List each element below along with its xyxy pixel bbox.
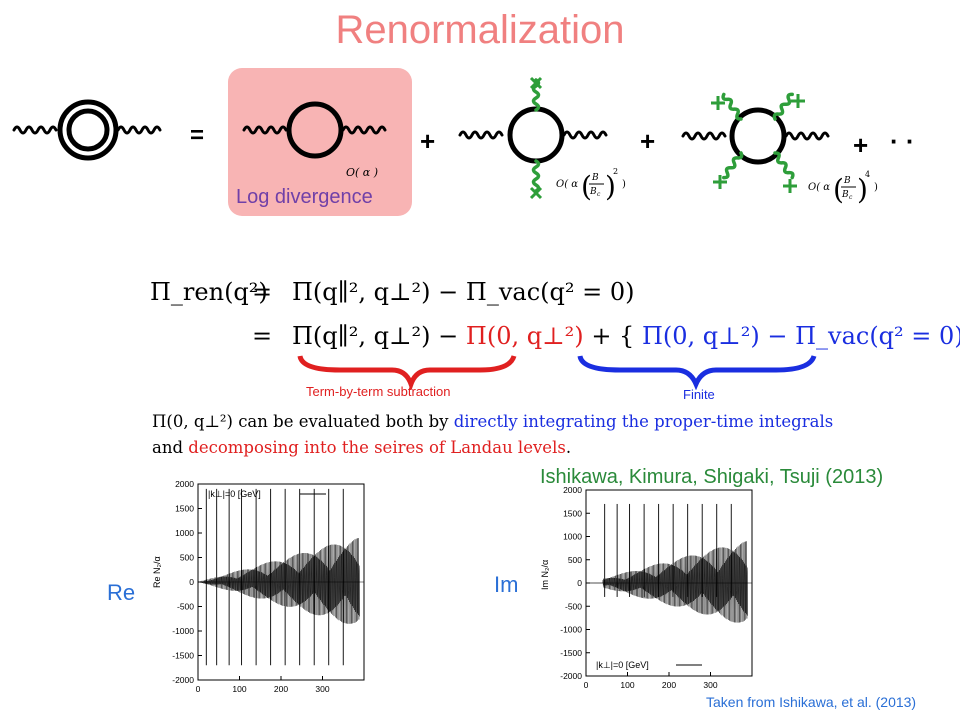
re-label: Re: [107, 580, 136, 605]
y-tick-label: 0: [189, 577, 194, 587]
plus-markers: [711, 94, 805, 193]
eq2-part-black: Π(q∥², q⊥²) −: [292, 322, 459, 350]
oscillation-trace: [198, 538, 360, 624]
equation-rhs-1: Π(q∥², q⊥²) − Π_vac(q² = 0): [292, 278, 635, 306]
y-tick-label: -500: [565, 601, 582, 611]
y-tick-label: 500: [568, 555, 582, 565]
plot-legend: |k⊥|=0 [GeV]: [596, 660, 649, 670]
dressed-propagator-diagram: [12, 99, 162, 161]
eq2-part-red: Π(0, q⊥²): [465, 322, 584, 350]
eq2-part-blue: Π(0, q⊥²) − Π_vac(q² = 0): [641, 322, 960, 350]
para-period: .: [565, 438, 572, 457]
paragraph-line-2: and decomposing into the seires of Landa…: [152, 438, 571, 457]
svg-text:): ): [874, 182, 878, 193]
y-tick-label: -1000: [560, 625, 582, 635]
order-alpha-b4-label: O( α: [808, 182, 830, 193]
paragraph-line-1: Π(0, q⊥²) can be evaluated both by direc…: [152, 412, 833, 431]
y-tick-label: -1500: [172, 651, 194, 661]
y-tick-label: -2000: [560, 671, 582, 681]
y-tick-label: 500: [180, 553, 194, 563]
x-tick-label: 0: [196, 684, 201, 694]
log-divergence-label: Log divergence: [236, 186, 373, 208]
plot-legend: |k⊥|=0 [GeV]: [208, 489, 261, 499]
y-tick-label: 2000: [563, 486, 582, 495]
y-tick-label: 1000: [563, 532, 582, 542]
svg-text:c: c: [597, 191, 601, 198]
svg-text:(: (: [833, 173, 844, 206]
slide-title: Renormalization: [335, 8, 625, 52]
underbraces: [297, 355, 817, 390]
svg-text:B: B: [589, 187, 597, 197]
finite-note: Finite: [683, 387, 715, 402]
y-tick-label: 2000: [175, 480, 194, 489]
y-tick-label: 1000: [175, 528, 194, 538]
plus-sign-3: +: [853, 130, 868, 160]
feynman-diagram-row: = O( α ) + O( α ( B B c ) 2 ) +: [12, 68, 915, 216]
field-insertion-legs: [531, 78, 541, 193]
term-subtraction-note: Term-by-term subtraction: [306, 384, 451, 399]
svg-text:B: B: [841, 190, 849, 200]
equation-lhs: Π_ren(q²): [150, 278, 268, 306]
x-tick-label: 200: [662, 680, 676, 690]
y-axis-label: Re N₂/α: [152, 556, 162, 588]
svg-text:B: B: [591, 173, 599, 183]
two-insertion-diagram: [458, 106, 608, 164]
para-text: Π(0, q⊥²) can be evaluated both by: [152, 412, 449, 431]
citation: Ishikawa, Kimura, Shigaki, Tsuji (2013): [540, 466, 884, 488]
one-loop-diagram: [242, 101, 387, 159]
eq2-part-plus: + {: [591, 322, 635, 350]
plus-sign-2: +: [640, 126, 655, 156]
plus-sign-1: +: [420, 126, 435, 156]
y-tick-label: -1000: [172, 626, 194, 636]
equation-equals-1: =: [252, 278, 273, 306]
order-alpha-label: O( α ): [346, 166, 378, 179]
oscillation-trace: [586, 541, 748, 623]
svg-text:): ): [857, 173, 868, 206]
equation-rhs-2: Π(q∥², q⊥²) − Π(0, q⊥²) + { Π(0, q⊥²) − …: [292, 322, 960, 350]
log-divergence-box: [228, 68, 412, 216]
image-credit: Taken from Ishikawa, et al. (2013): [706, 694, 917, 710]
equals-sign: =: [190, 122, 204, 149]
x-tick-label: 200: [274, 684, 288, 694]
y-tick-label: 0: [577, 578, 582, 588]
y-tick-label: -1500: [560, 648, 582, 658]
y-tick-label: -2000: [172, 675, 194, 685]
x-tick-label: 0: [584, 680, 589, 690]
y-axis-label: Im N₂/α: [540, 560, 550, 590]
svg-text:2: 2: [613, 167, 618, 176]
red-underbrace: [297, 355, 517, 390]
x-tick-label: 100: [232, 684, 246, 694]
continuation-dots: · ·: [890, 126, 915, 156]
x-tick-label: 300: [315, 684, 329, 694]
order-alpha-b2-label: O( α: [556, 179, 578, 190]
svg-text:(: (: [581, 170, 592, 203]
blue-underbrace: [577, 355, 817, 390]
para-text: and: [152, 438, 184, 457]
y-tick-label: -500: [177, 602, 194, 612]
equation-equals-2: =: [252, 322, 273, 350]
svg-text:): ): [605, 170, 616, 203]
im-label: Im: [494, 572, 519, 597]
svg-text:B: B: [843, 176, 851, 186]
svg-text:c: c: [849, 194, 853, 201]
para-highlight-blue: directly integrating the proper-time int…: [453, 412, 834, 431]
svg-text:4: 4: [865, 170, 870, 179]
cross-markers: [529, 76, 543, 200]
y-tick-label: 1500: [563, 508, 582, 518]
x-tick-label: 100: [620, 680, 634, 690]
four-insertion-diagram: [681, 107, 830, 165]
y-tick-label: 1500: [175, 504, 194, 514]
x-tick-label: 300: [703, 680, 717, 690]
para-highlight-red: decomposing into the seires of Landau le…: [188, 438, 566, 457]
svg-text:): ): [622, 179, 626, 190]
